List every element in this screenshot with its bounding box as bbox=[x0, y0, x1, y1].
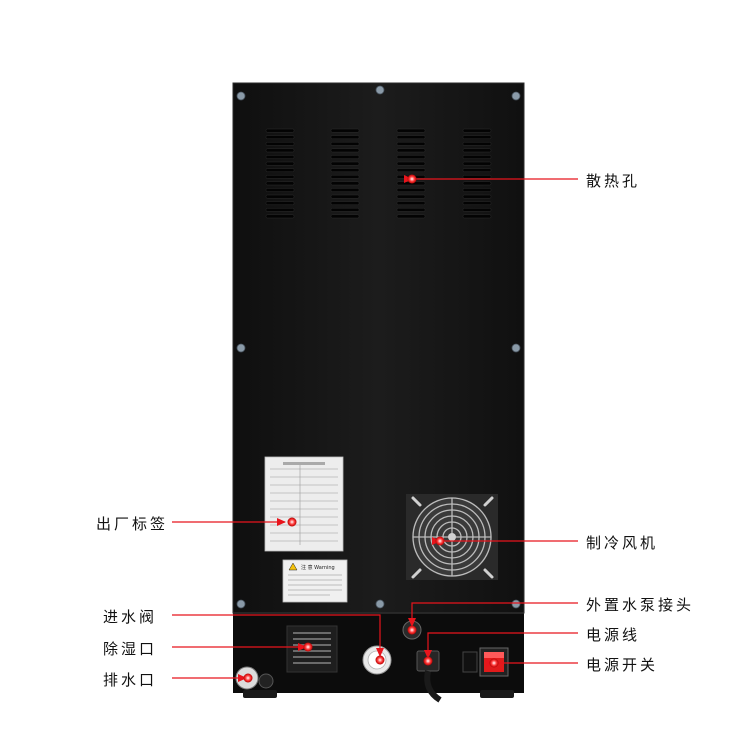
vent-slot bbox=[462, 214, 492, 219]
vent-slot bbox=[330, 174, 360, 179]
vent-slot bbox=[330, 148, 360, 153]
vent-slot bbox=[462, 194, 492, 199]
vent-slot bbox=[396, 148, 426, 153]
label-external-pump-connector: 外置水泵接头 bbox=[586, 596, 695, 614]
vent-slot bbox=[462, 141, 492, 146]
vent-slot bbox=[330, 155, 360, 159]
warning-sticker-title: 注 意 Warning bbox=[301, 564, 335, 571]
label-factory-label: 出厂标签 bbox=[96, 515, 169, 533]
label-heat-vents: 散热孔 bbox=[586, 172, 641, 190]
vent-slot bbox=[462, 135, 492, 140]
vent-slot bbox=[330, 181, 360, 186]
vent-slot bbox=[265, 148, 295, 153]
label-power-switch: 电源开关 bbox=[586, 656, 659, 674]
vent-slot bbox=[462, 168, 492, 173]
vent-slot bbox=[462, 207, 492, 212]
vent-slot bbox=[265, 188, 295, 192]
arrow-power-cord bbox=[424, 632, 578, 659]
arrow-external-pump bbox=[408, 602, 578, 627]
vent-slot bbox=[396, 135, 426, 140]
vent-slot bbox=[265, 168, 295, 173]
callout-arrows bbox=[172, 175, 578, 682]
arrow-water-inlet bbox=[172, 614, 384, 657]
vent-slot bbox=[396, 201, 426, 206]
vent-slot bbox=[330, 161, 360, 166]
vent-slot bbox=[265, 155, 295, 159]
vent-slot bbox=[265, 214, 295, 219]
vent-slot bbox=[265, 201, 295, 206]
label-water-inlet-valve: 进水阀 bbox=[103, 608, 158, 626]
vent-slot bbox=[396, 207, 426, 212]
vent-slot bbox=[396, 168, 426, 173]
vent-slot bbox=[330, 168, 360, 173]
warning-sticker: 注 意 Warning bbox=[282, 559, 348, 603]
vent-slot bbox=[462, 174, 492, 179]
power-switch bbox=[479, 647, 509, 677]
vent-slot bbox=[462, 181, 492, 186]
vent-slot bbox=[265, 181, 295, 186]
vent-slot bbox=[265, 141, 295, 146]
vent-slot bbox=[396, 194, 426, 199]
vent-slot bbox=[462, 155, 492, 159]
vent-slot bbox=[330, 188, 360, 192]
callout-target-dots bbox=[243, 174, 499, 683]
factory-label-sticker bbox=[264, 456, 344, 552]
vent-slot bbox=[265, 161, 295, 166]
label-cooling-fan: 制冷风机 bbox=[586, 534, 659, 552]
label-drain-port: 排水口 bbox=[103, 671, 158, 689]
label-power-cord: 电源线 bbox=[586, 626, 641, 644]
vent-slot bbox=[265, 174, 295, 179]
label-dehumidify-port: 除湿口 bbox=[103, 640, 158, 658]
vent-slot bbox=[330, 128, 360, 133]
vent-slot bbox=[330, 141, 360, 146]
vent-slot bbox=[330, 214, 360, 219]
vent-slot bbox=[396, 128, 426, 133]
vent-slot bbox=[396, 214, 426, 219]
vent-slot bbox=[396, 188, 426, 192]
vent-slot bbox=[265, 135, 295, 140]
vent-slot bbox=[330, 194, 360, 199]
vent-slot bbox=[396, 161, 426, 166]
vent-slot bbox=[265, 194, 295, 199]
vent-slot bbox=[462, 188, 492, 192]
vent-slot bbox=[462, 201, 492, 206]
vent-slot bbox=[330, 135, 360, 140]
vent-slot bbox=[396, 155, 426, 159]
cooling-fan-guard bbox=[406, 494, 498, 580]
vent-slot bbox=[396, 141, 426, 146]
vent-slot bbox=[265, 207, 295, 212]
vent-slot bbox=[330, 201, 360, 206]
vent-slot bbox=[462, 161, 492, 166]
screws bbox=[236, 85, 521, 609]
vent-slot bbox=[330, 207, 360, 212]
vent-slot bbox=[462, 148, 492, 153]
vent-slot bbox=[265, 128, 295, 133]
vent-slot bbox=[462, 128, 492, 133]
